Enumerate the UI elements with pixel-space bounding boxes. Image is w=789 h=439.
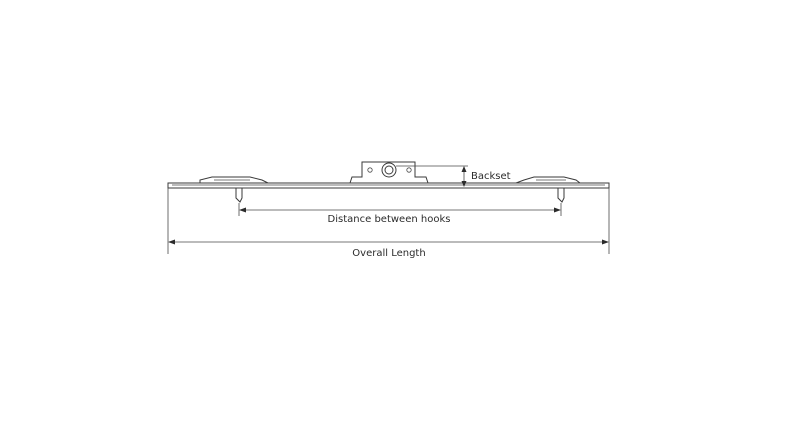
right-hook [557,188,565,203]
lock-bar [167,182,610,189]
left-keep-plate [199,176,269,184]
hooks-dimension: Distance between hooks [238,203,562,225]
hooks-label: Distance between hooks [328,214,451,225]
screw-hole-left [367,167,373,173]
right-keep-plate [515,176,581,184]
screw-hole-right [406,167,412,173]
overall-dimension: Overall Length [167,188,610,259]
spindle-inner [384,165,394,175]
overall-label: Overall Length [352,248,425,259]
backset-dimension: Backset [396,165,511,187]
backset-label: Backset [471,171,511,182]
spindle-outer [381,162,397,178]
gearbox-housing [349,161,429,184]
left-hook [235,188,243,203]
